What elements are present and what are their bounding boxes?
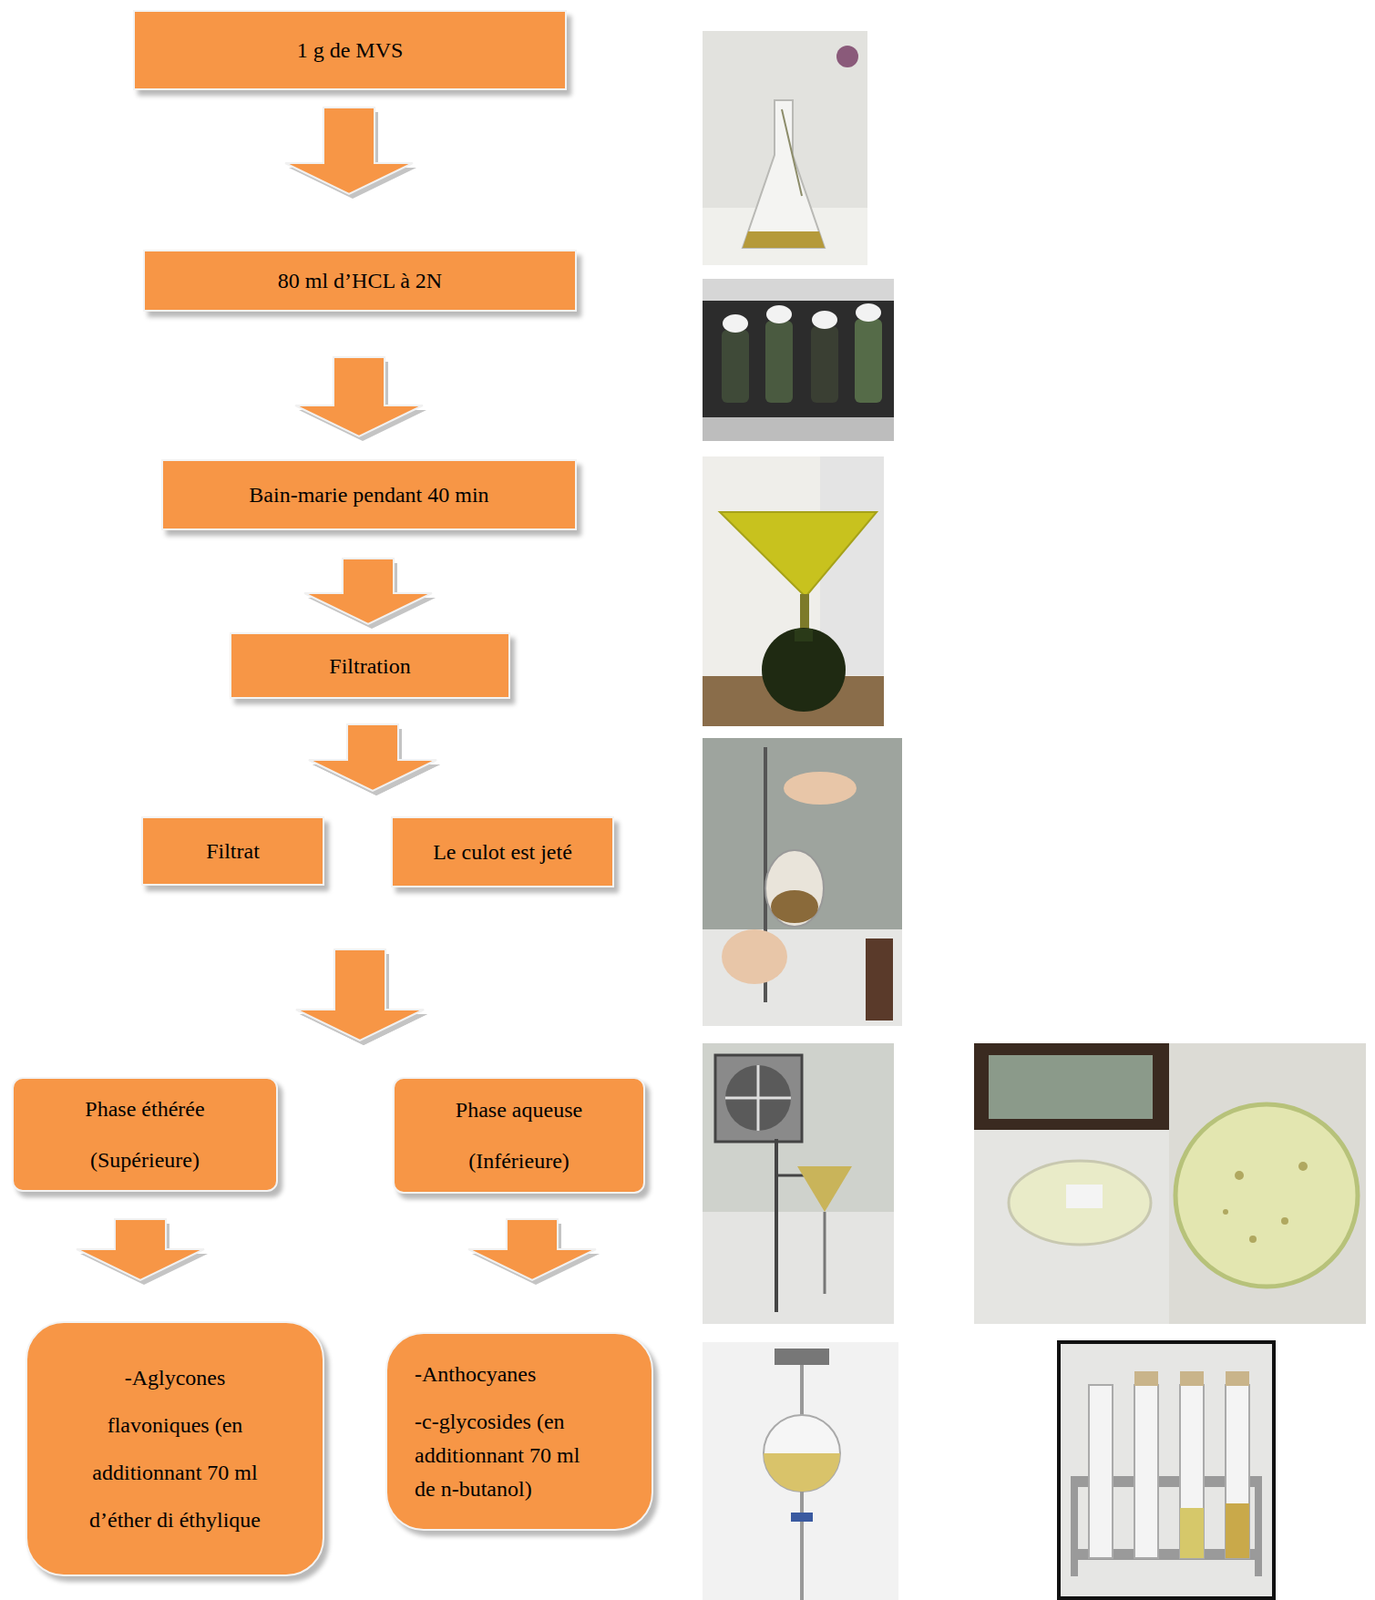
flask-photo — [702, 30, 868, 266]
box-text: -Aglycones flavoniques (en additionnant … — [83, 1354, 267, 1544]
box-text: 1 g de MVS — [297, 36, 404, 64]
process-box: Phase aqueuse (Inférieure) — [392, 1077, 646, 1194]
arrow-body — [296, 949, 424, 1041]
box-text: Bain-marie pendant 40 min — [248, 481, 489, 509]
box-text: -c-glycosides (en additionnant 70 ml de … — [414, 1405, 596, 1507]
arrow-body — [468, 1219, 596, 1281]
block-arrow — [468, 1219, 600, 1285]
box-text: (Inférieure) — [468, 1147, 570, 1175]
process-box: Filtrat — [141, 816, 325, 886]
test-tube-rack-photo — [1058, 1342, 1274, 1599]
process-box: Phase éthérée (Supérieure) — [11, 1077, 278, 1192]
box-text: Filtrat — [205, 837, 260, 865]
process-box: -Anthocyanes -c-glycosides (en additionna… — [385, 1332, 654, 1531]
arrow-body — [296, 949, 424, 1041]
block-arrow — [296, 949, 428, 1046]
separatory-funnel-photo — [702, 738, 903, 1027]
arrow-body — [308, 724, 437, 791]
process-box: Le culot est jeté — [390, 816, 615, 888]
arrow-body — [308, 724, 437, 791]
decantation-photo — [702, 1342, 899, 1600]
arrow-body — [76, 1219, 205, 1281]
box-text: Phase aqueuse — [455, 1096, 583, 1124]
block-arrow — [296, 949, 428, 1046]
petri-dish-photo — [974, 1043, 1366, 1324]
box-text: -Anthocyanes — [414, 1357, 596, 1392]
process-box: 80 ml d’HCL à 2N — [143, 249, 577, 312]
block-arrow — [285, 107, 417, 199]
box-text: Filtration — [328, 652, 411, 680]
block-arrow — [295, 357, 427, 442]
box-text: (Supérieure) — [90, 1146, 200, 1174]
box-text: 80 ml d’HCL à 2N — [277, 266, 442, 295]
block-arrow — [76, 1219, 208, 1285]
process-box: Filtration — [229, 632, 511, 699]
process-box: -Aglycones flavoniques (en additionnant … — [25, 1321, 325, 1577]
filtration-photo — [702, 456, 884, 727]
process-box: 1 g de MVS — [133, 10, 567, 91]
block-arrow — [308, 724, 441, 796]
block-arrow — [304, 558, 436, 629]
arrow-body — [285, 107, 413, 195]
box-text: Phase éthérée — [84, 1095, 205, 1123]
process-box: Bain-marie pendant 40 min — [161, 459, 577, 531]
box-text: Le culot est jeté — [432, 838, 573, 866]
block-arrow — [308, 724, 441, 796]
arrow-body — [304, 558, 432, 625]
stand-photo — [702, 1043, 894, 1324]
water-bath-photo — [702, 278, 894, 442]
arrow-body — [295, 357, 423, 437]
